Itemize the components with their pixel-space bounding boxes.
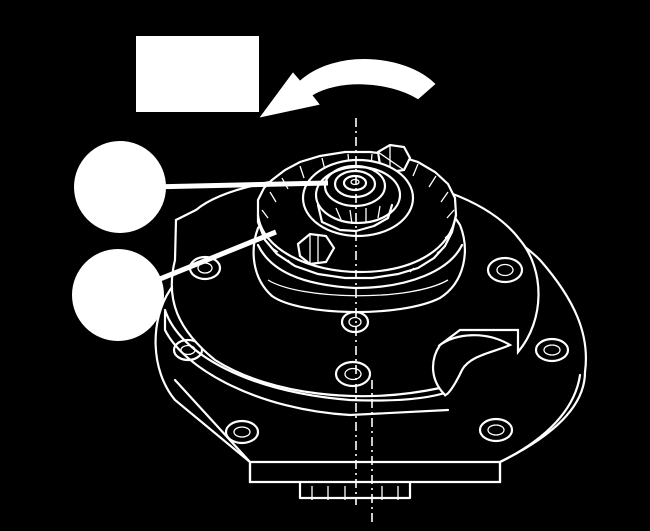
callout-1 bbox=[74, 141, 329, 233]
flange-hole bbox=[334, 360, 372, 388]
center-nozzle bbox=[301, 158, 415, 238]
label-box bbox=[136, 36, 259, 112]
center-axis bbox=[355, 118, 373, 522]
callout-2 bbox=[72, 229, 277, 341]
bottom-connector bbox=[298, 476, 412, 500]
base-hole bbox=[534, 337, 570, 363]
base-hole bbox=[478, 417, 514, 443]
rotation-arrow bbox=[259, 59, 436, 118]
hex-bolt bbox=[296, 232, 336, 266]
flange-hole bbox=[486, 256, 524, 284]
base-hole bbox=[224, 419, 260, 445]
